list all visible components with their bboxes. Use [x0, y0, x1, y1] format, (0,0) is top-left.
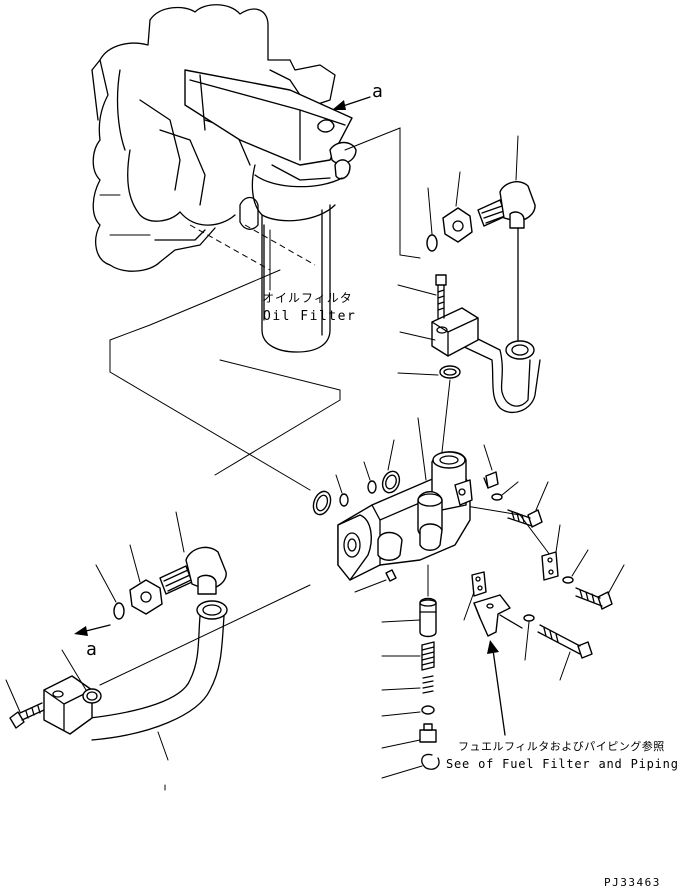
engine-block	[91, 4, 336, 272]
stack-snap-ring	[381, 753, 440, 779]
lower-oring-gasket	[61, 649, 102, 704]
stack-spring-small	[381, 675, 434, 694]
valve-bolt-right	[507, 481, 549, 528]
l-bracket	[473, 594, 523, 637]
lower-nut	[129, 544, 163, 615]
upper-pipe	[459, 227, 541, 413]
valve-washer-right	[491, 481, 519, 501]
valve-oring-left	[312, 490, 332, 516]
clamp-plate-right	[541, 524, 561, 581]
lower-oring-small	[95, 564, 125, 620]
fuel-filter-label: フュエルフィルタおよびパイピング参照 See of Fuel Filter an…	[446, 739, 679, 771]
clamp-plate-small	[463, 571, 487, 621]
oil-filter-label-en: Oil Filter	[263, 309, 356, 324]
fuel-filter-label-en: See of Fuel Filter and Piping	[446, 757, 679, 771]
upper-nut	[442, 171, 473, 243]
valve-oring-small-right	[363, 461, 377, 494]
oil-filter-label-jp: オイルフィルタ	[262, 291, 353, 305]
ref-arrow-top: a	[332, 81, 383, 110]
filter-bracket-plate	[184, 69, 357, 181]
valve-oring-small-left	[335, 474, 349, 507]
stack-oring	[381, 705, 435, 717]
stack-plug-top	[354, 569, 397, 593]
oil-filter-label: オイルフィルタ Oil Filter	[262, 291, 356, 324]
valve-plug	[483, 444, 499, 489]
ref-label-a-top: a	[372, 81, 383, 102]
lower-elbow-fitting	[159, 511, 227, 595]
fuel-filter-arrow	[487, 640, 506, 736]
valve-oring-right	[381, 439, 401, 494]
bolt-clamp	[575, 564, 625, 610]
valve-body	[337, 417, 473, 581]
stack-plug-bottom	[381, 723, 437, 749]
upper-elbow-fitting	[477, 135, 536, 229]
upper-bolt	[397, 274, 447, 319]
stack-valve-plunger	[381, 564, 437, 638]
lower-flange-block	[43, 675, 93, 735]
lower-pipe	[89, 584, 311, 761]
bracket-bolt	[537, 624, 593, 681]
upper-flange-block	[399, 307, 479, 357]
stack-spring-large	[381, 641, 435, 671]
ref-label-a-bottom: a	[86, 639, 97, 660]
washer-clamp	[562, 549, 589, 584]
bracket-washer	[523, 614, 535, 661]
drawing-code: PJ33463	[604, 876, 661, 889]
fuel-filter-label-jp: フュエルフィルタおよびパイピング参照	[458, 739, 665, 753]
ref-arrow-bottom: a	[74, 624, 111, 660]
oil-filter-canister	[189, 164, 343, 353]
upper-oring-small	[426, 187, 438, 252]
lower-bolt	[5, 679, 45, 729]
